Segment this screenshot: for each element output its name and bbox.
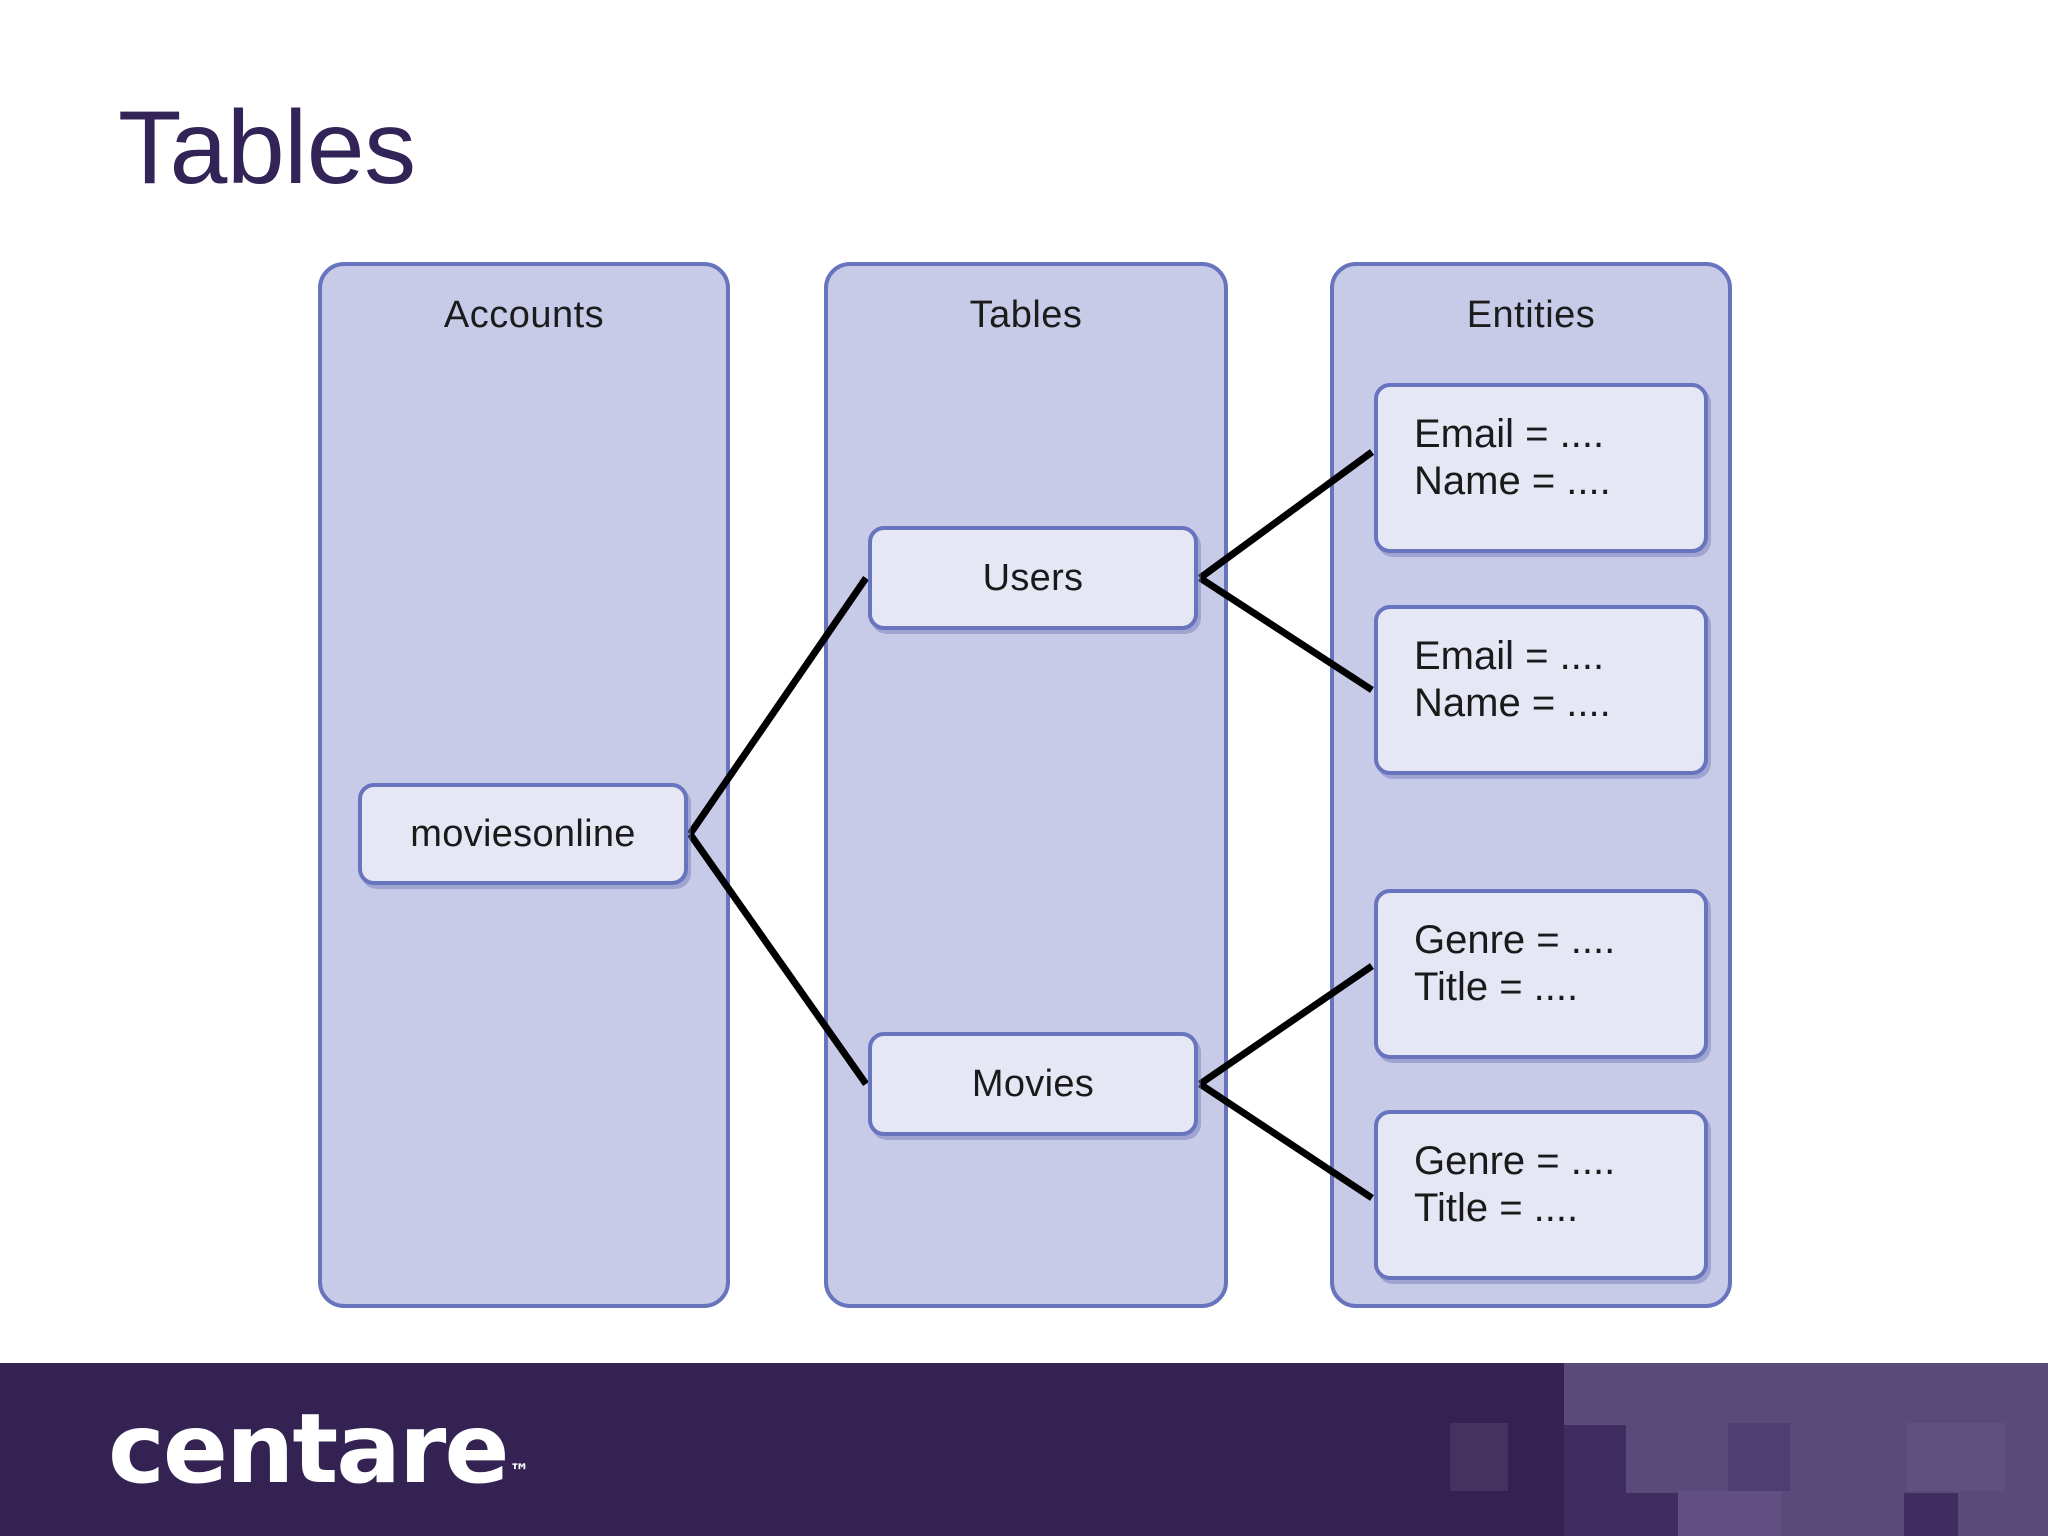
lane-tables-title: Tables xyxy=(969,294,1083,336)
entity-card-user-1[interactable]: Email = .... Name = .... xyxy=(1374,383,1708,553)
lane-accounts-title: Accounts xyxy=(443,294,605,336)
lane-entities-title: Entities xyxy=(1466,294,1596,336)
node-moviesonline-label: moviesonline xyxy=(410,812,636,855)
page-title: Tables xyxy=(118,90,416,206)
centare-logo: centare ™ xyxy=(108,1389,529,1509)
node-users-label: Users xyxy=(982,556,1084,599)
footer-decorative-pattern xyxy=(1428,1363,2048,1536)
node-movies-label: Movies xyxy=(971,1062,1095,1105)
node-movies[interactable]: Movies xyxy=(868,1032,1198,1136)
entity-card-movie-1-line2: Title = .... xyxy=(1414,965,1579,1010)
entity-card-user-2-line1: Email = .... xyxy=(1414,634,1605,678)
play-triangle-icon xyxy=(143,1444,162,1470)
node-users[interactable]: Users xyxy=(868,526,1198,630)
entity-card-movie-1-line1: Genre = .... xyxy=(1414,918,1616,962)
entity-card-user-1-line2: Name = .... xyxy=(1414,459,1611,504)
entity-card-movie-2[interactable]: Genre = .... Title = .... xyxy=(1374,1110,1708,1280)
centare-wordmark-text: centare xyxy=(108,1393,509,1505)
slide-footer: centare ™ xyxy=(0,1363,2048,1536)
entity-card-user-2[interactable]: Email = .... Name = .... xyxy=(1374,605,1708,775)
trademark-mark: ™ xyxy=(509,1459,529,1483)
entity-card-movie-2-line2: Title = .... xyxy=(1414,1186,1579,1231)
entity-card-user-1-line1: Email = .... xyxy=(1414,412,1605,456)
entity-card-movie-1[interactable]: Genre = .... Title = .... xyxy=(1374,889,1708,1059)
tables-architecture-diagram: Accounts Tables Entities moviesonl xyxy=(318,262,1732,1308)
node-moviesonline[interactable]: moviesonline xyxy=(358,783,688,885)
entity-card-movie-2-line1: Genre = .... xyxy=(1414,1139,1616,1183)
centare-wordmark: centare ™ xyxy=(108,1389,529,1509)
entity-card-user-2-line2: Name = .... xyxy=(1414,681,1611,726)
lane-tables: Tables xyxy=(824,262,1228,1308)
slide-canvas: Tables Accounts Tables Entities xyxy=(118,90,1732,1308)
